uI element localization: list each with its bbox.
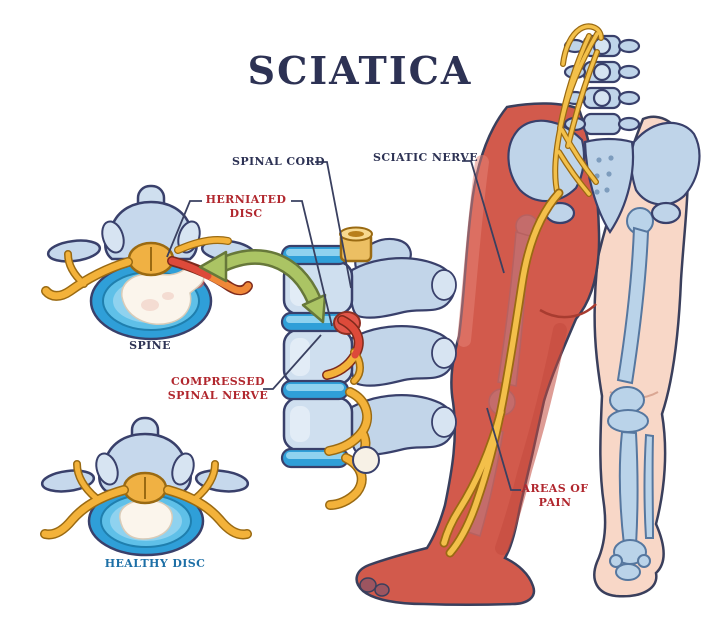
sacral-foramina (594, 155, 614, 195)
disc-annulus-healthy (87, 485, 205, 557)
leg-bones (607, 207, 655, 581)
page-title: SCIATICA (247, 48, 473, 93)
fibula-bone (643, 433, 655, 539)
knee-condyle (607, 409, 649, 433)
spine-cross-section-herniated (41, 184, 256, 341)
sciatic-nerve-connector (462, 160, 505, 274)
sacrum (583, 137, 635, 235)
right-ilium (630, 121, 701, 206)
ischium-right (650, 201, 682, 225)
spinal-cord-stump (339, 226, 373, 263)
spinal-canal-nerve (127, 241, 175, 277)
sciatic-nerve-path (439, 188, 564, 558)
label-areas-of-pain: AREAS OF PAIN (521, 482, 589, 509)
spine-cross-section-healthy (40, 416, 252, 557)
facet-bone (352, 446, 380, 474)
label-spine: SPINE (129, 339, 171, 352)
nerve-root-left (41, 250, 133, 301)
herniated-disc-connector-right (291, 200, 333, 327)
lumbar-spine-side-view (280, 226, 457, 510)
buttock-fold (539, 303, 597, 319)
ankle-bone-small-right (637, 554, 651, 568)
areas-of-pain-connector (486, 407, 521, 491)
label-compressed-spinal-nerve: COMPRESSED SPINAL NERVE (167, 375, 269, 402)
articular-processes-healthy (95, 452, 195, 486)
disc-annulus (89, 261, 213, 341)
compressed-nerve-connector (263, 334, 322, 390)
herniated-disc-connector-left (166, 200, 202, 258)
ankle-bone-small-left (609, 554, 623, 568)
heel-bone (615, 563, 641, 581)
nerve-root-compressed (167, 236, 253, 296)
disc-nucleus-healthy (119, 499, 173, 540)
label-herniated-disc: HERNIATED DISC (205, 193, 287, 220)
femur-bone (616, 226, 650, 385)
toes (359, 577, 390, 597)
pain-highlight-outer (457, 155, 489, 347)
tibia-bone (618, 430, 639, 546)
spinal-canal-nerve-healthy (122, 471, 168, 505)
vertebra-bodies (282, 260, 354, 452)
nerve-roots-healthy (40, 460, 252, 540)
label-healthy-disc: HEALTHY DISC (104, 557, 206, 570)
curved-double-arrow-icon (198, 249, 327, 324)
spinal-cord-connector (315, 161, 352, 289)
legs-rear-view (355, 23, 701, 606)
pain-shade-inner (495, 323, 567, 555)
label-connectors (166, 160, 521, 491)
compressed-nerve (322, 315, 364, 385)
nerve-roots-bundle (552, 23, 604, 199)
label-spinal-cord: SPINAL CORD (232, 155, 325, 168)
label-sciatic-nerve: SCIATIC NERVE (373, 151, 479, 164)
